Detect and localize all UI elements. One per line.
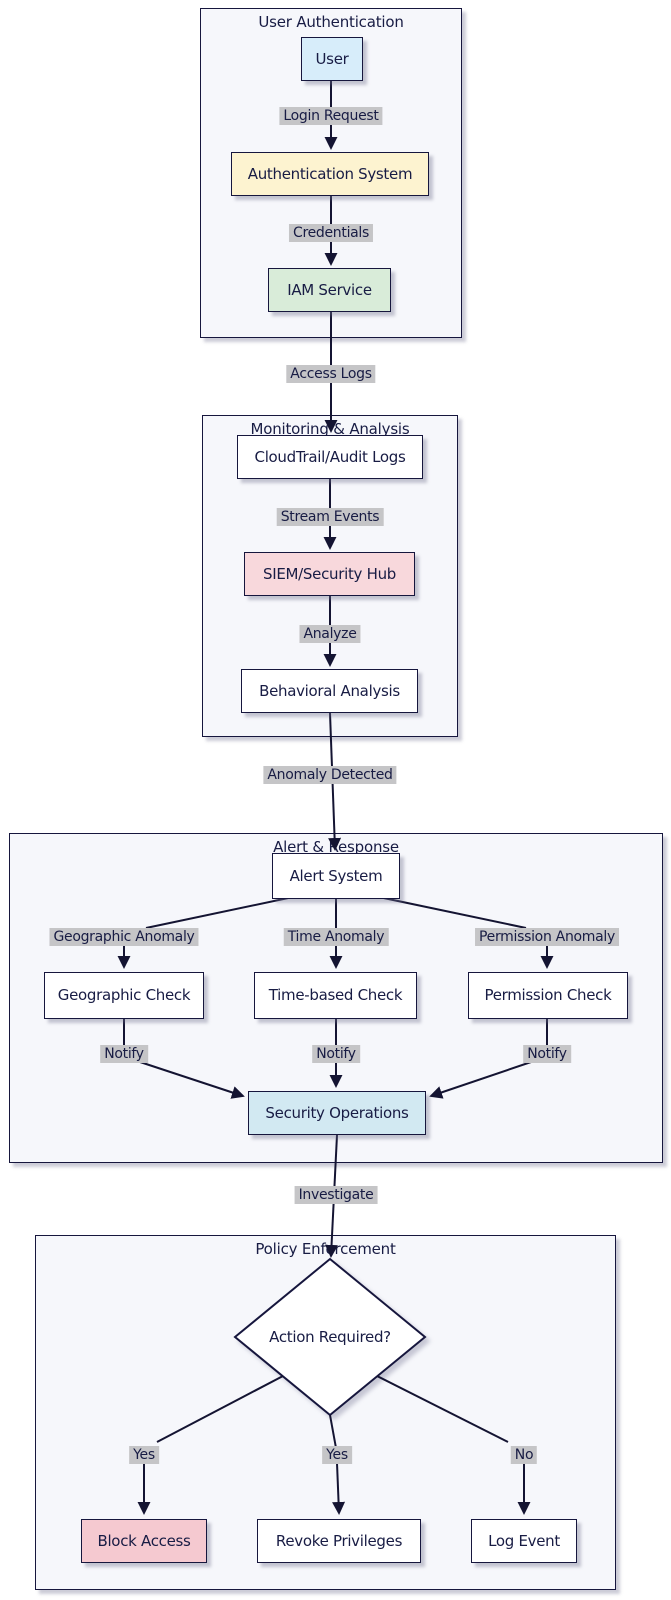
node-iam-service: IAM Service: [268, 268, 391, 312]
edge-label-time-anomaly: Time Anomaly: [283, 928, 389, 946]
node-authentication-system: Authentication System: [231, 152, 429, 196]
subgraph-title: User Authentication: [258, 13, 404, 31]
node-time-based-check: Time-based Check: [254, 972, 417, 1019]
edge-label-credentials: Credentials: [288, 224, 374, 242]
edge-label-geographic-anomaly: Geographic Anomaly: [49, 928, 199, 946]
node-revoke-privileges: Revoke Privileges: [257, 1519, 421, 1563]
node-user: User: [301, 37, 363, 81]
node-alert-system: Alert System: [272, 853, 400, 899]
node-security-operations: Security Operations: [248, 1091, 426, 1135]
edge-label-yes-1: Yes: [129, 1446, 159, 1464]
node-permission-check: Permission Check: [468, 972, 628, 1019]
edge-label-notify-1: Notify: [100, 1045, 148, 1063]
edge-label-yes-2: Yes: [322, 1446, 352, 1464]
node-geographic-check: Geographic Check: [44, 972, 204, 1019]
edge-label-stream-events: Stream Events: [276, 508, 384, 526]
node-behavioral-analysis: Behavioral Analysis: [241, 669, 418, 713]
edge-label-permission-anomaly: Permission Anomaly: [475, 928, 619, 946]
edge-label-analyze: Analyze: [299, 625, 361, 643]
node-cloudtrail-audit-logs: CloudTrail/Audit Logs: [237, 435, 423, 479]
node-block-access: Block Access: [81, 1519, 207, 1563]
edge-label-login-request: Login Request: [279, 107, 383, 125]
edge-label-access-logs: Access Logs: [286, 365, 376, 383]
edge-label-investigate: Investigate: [294, 1186, 378, 1204]
edge-label-anomaly-detected: Anomaly Detected: [263, 766, 397, 784]
node-log-event: Log Event: [471, 1519, 577, 1563]
edge-label-notify-2: Notify: [312, 1045, 360, 1063]
node-action-required-label: Action Required?: [269, 1328, 391, 1346]
edge-label-no: No: [510, 1446, 538, 1464]
node-siem-security-hub: SIEM/Security Hub: [244, 552, 415, 596]
edge-label-notify-3: Notify: [523, 1045, 571, 1063]
